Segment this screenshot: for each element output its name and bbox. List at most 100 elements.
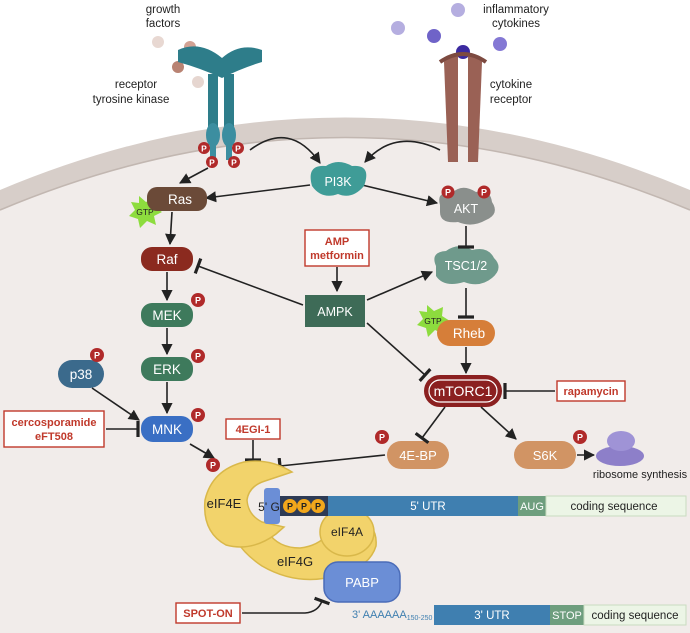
cytokine-receptor-label-line1: cytokine [490,79,532,91]
mnk-node [141,416,193,442]
coding-sequence-bottom-label: coding sequence [592,610,679,622]
svg-text:P: P [195,296,201,306]
s6k-label: S6K [533,448,558,463]
stop-label: STOP [552,610,582,622]
4egi1-label: 4EGI-1 [236,424,271,436]
4ebp-label: 4E-BP [399,448,437,463]
svg-text:P: P [301,502,307,512]
growth-factors-label-line2: factors [146,18,181,30]
s6k-phospho [573,430,587,444]
ampk-node [305,295,365,327]
utr5-label: 5' UTR [410,501,445,513]
receptor-tyrosine-kinase-label-line2: tyrosine kinase [93,94,170,106]
raf-label: Raf [156,252,177,267]
p38-phospho [90,348,104,362]
rapamycin-label: rapamycin [563,386,618,398]
aug-segment [518,496,546,516]
svg-text:P: P [94,351,100,361]
membrane-inner-line [0,136,690,211]
svg-text:P: P [379,433,385,443]
tsc-label: TSC1/2 [445,259,487,273]
eft508-label: eFT508 [35,431,73,443]
p38-label: p38 [70,367,93,382]
rtk-phospho-group: P P P P [198,142,244,168]
rapamycin-box [556,380,626,402]
coding-sequence-top [545,495,687,517]
arrow-rtk-to-pi3k [249,136,321,164]
inhibit-ampk-raf [193,257,304,306]
ribosome-icon [596,431,644,466]
ras-label: Ras [168,192,192,207]
mnk-label: MNK [152,422,182,437]
mek-node [141,303,193,327]
svg-text:P: P [195,411,201,421]
arrow-pi3k-to-ras [204,184,311,203]
inhibit-mtorc1-4ebp [414,406,446,445]
mtorc1-label: mTORC1 [434,383,493,399]
cytokine-receptor [438,52,488,162]
spot-on-label: SPOT-ON [183,608,233,620]
4egi1-box [225,418,281,440]
svg-text:P: P [210,461,216,471]
arrow-ampk-to-tsc [366,270,434,301]
svg-text:P: P [445,188,451,198]
metformin-label: metformin [310,250,364,262]
eif4e-phospho [206,458,220,472]
ribosome-synthesis-label: ribosome synthesis [593,469,688,481]
utr3-label: 3' UTR [474,610,509,622]
arrow-pi3k-to-akt [361,184,439,207]
gtp-label-rheb: GTP [424,316,442,326]
inhibit-spot-on-pabp [242,596,331,614]
eif4e-label: eIF4E [207,496,242,511]
ras-node [147,187,207,211]
svg-text:P: P [577,433,583,443]
amp-label: AMP [325,236,349,248]
mek-label: MEK [152,308,181,323]
eif4e-node [203,460,294,548]
arrow-mnk-to-eif4e [189,443,215,459]
rheb-label: Rheb [453,326,485,341]
tsc-node [434,246,499,285]
utr3-segment [434,605,550,625]
cap-5g [264,488,280,524]
akt-phospho-right [477,185,491,199]
ampk-label: AMPK [317,305,353,319]
receptor-tyrosine-kinase [178,46,262,160]
4ebp-node [387,441,449,469]
cap-phosphates: P P P [283,499,325,513]
arrow-p38-to-mnk [91,387,140,421]
inhibit-4ebp-eif4e [277,454,386,475]
pi3k-label: PI3K [324,175,352,189]
svg-text:P: P [481,188,487,198]
cap-5g-label: 5' G [258,500,280,514]
rheb-node [437,320,495,346]
erk-phospho [191,349,205,363]
svg-text:P: P [209,158,215,168]
arrow-rtk-to-ras [179,167,209,184]
amp-metformin-box [304,229,370,267]
cytokine-receptor-label-line2: receptor [490,94,532,106]
s6k-node [514,441,576,469]
akt-label: AKT [454,202,479,216]
4ebp-phospho [375,430,389,444]
akt-phospho-left [441,185,455,199]
eif4g-label: eIF4G [277,554,313,569]
pabp-node [323,561,401,603]
svg-text:P: P [195,352,201,362]
mtorc1-inner-ring [428,379,498,403]
arrow-cytokine-receptor-to-pi3k [364,140,441,163]
pabp-label: PABP [345,575,379,590]
svg-text:P: P [231,158,237,168]
spot-on-box [175,602,241,624]
inflammatory-cytokines-label-line2: cytokines [492,18,540,30]
inhibit-ampk-mtorc1 [366,322,432,383]
aug-label: AUG [520,501,544,513]
receptor-tyrosine-kinase-label-line1: receptor [115,79,157,91]
poly-a-tail-label: 3' AAAAAA150-250 [352,609,432,622]
mnk-phospho [191,408,205,422]
p38-node [58,360,104,388]
cercosporamide-label: cercosporamide [12,417,97,429]
mtorc1-node [424,375,502,407]
stop-segment [550,605,584,625]
